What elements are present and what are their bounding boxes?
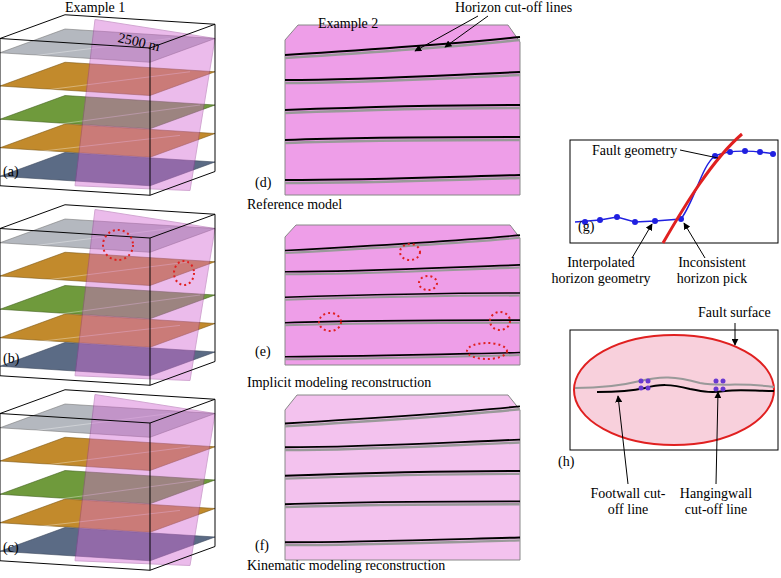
panel-letter: (b) [3, 351, 19, 367]
panel-letter: (c) [3, 540, 19, 556]
panel-letter: (e) [255, 344, 271, 360]
callout-label: Horizon cut-off lines [455, 0, 572, 16]
panel-caption: Fault geometry [592, 143, 677, 159]
panel-letter: (g) [578, 219, 594, 235]
block-panel: (a) [0, 14, 215, 199]
panel-caption: Implicit modeling reconstruction [247, 375, 431, 391]
map-panel: (d)Reference model [285, 25, 520, 195]
panel-letter: (f) [255, 538, 269, 554]
map-panel: (e)Implicit modeling reconstruction [285, 225, 520, 365]
panel-caption: Fault surface [698, 305, 771, 321]
block-panel: (c) [0, 390, 215, 570]
example-heading: Example 1 [65, 0, 125, 16]
panel-caption: Reference model [247, 197, 342, 213]
panel-letter: (d) [255, 175, 271, 191]
map-panel: (f)Kinematic modeling reconstruction [285, 395, 520, 560]
callout-label: Hangingwall cut-off line [668, 486, 764, 518]
panel-letter: (a) [3, 164, 19, 180]
panel-caption: Kinematic modeling reconstruction [247, 558, 445, 574]
panel-letter: (h) [558, 454, 574, 470]
callout-label: Inconsistent horizon pick [662, 255, 762, 287]
sketch-panel: Fault surface(h) [570, 330, 778, 450]
callout-label: Interpolated horizon geometry [545, 255, 657, 287]
example-heading: Example 2 [318, 16, 378, 32]
sketch-panel: (g) Fault geometry [570, 140, 778, 243]
block-panel: (b) [0, 205, 215, 385]
dimension-label: 2500 m [116, 30, 161, 55]
callout-label: Footwall cut-off line [586, 486, 670, 518]
